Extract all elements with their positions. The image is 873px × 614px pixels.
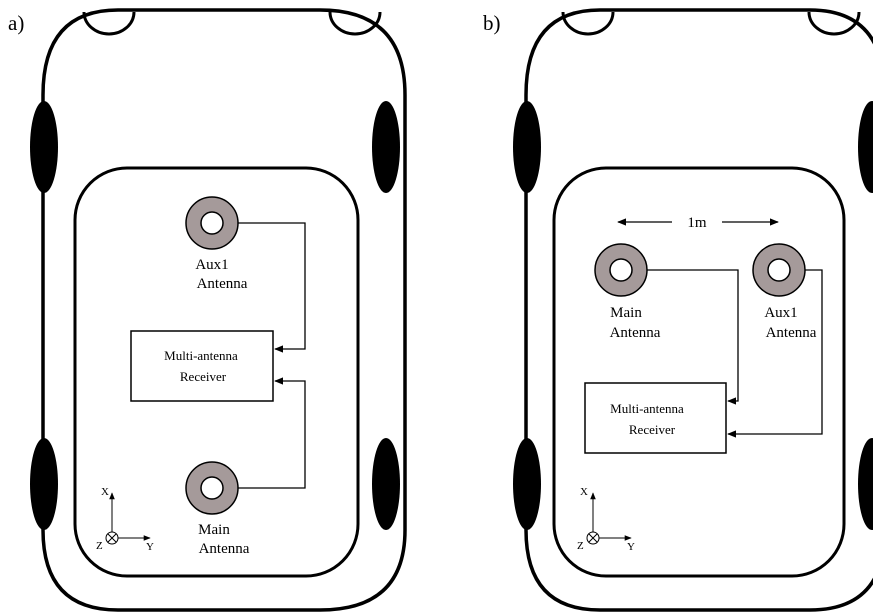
- tire-rear-left-b: [513, 438, 541, 530]
- front-left-arc-b: [561, 11, 615, 36]
- z-axis-label-b: Z: [577, 540, 584, 552]
- cable-main-to-receiver-b: [647, 269, 739, 405]
- front-left-arc-a: [82, 11, 136, 36]
- aux1-antenna-label-line2-a: Antenna: [197, 276, 248, 292]
- main-antenna-label-line1-b: Main: [610, 305, 642, 321]
- z-axis-cross-b: [588, 533, 598, 543]
- receiver-label-line1-b: Multi-antenna: [610, 401, 684, 416]
- receiver-label-line2-b: Receiver: [629, 422, 676, 437]
- axes-b: X Y Z: [577, 486, 635, 553]
- tires-a: [30, 101, 400, 530]
- cable-aux1-to-receiver-b: [727, 269, 823, 438]
- main-antenna-label-line1-a: Main: [198, 522, 230, 538]
- receiver-label-line1-a: Multi-antenna: [164, 348, 238, 363]
- axes-a: X Y Z: [96, 486, 154, 553]
- aux1-antenna-center-b: [767, 258, 791, 282]
- panel-a: a) Aux1 Antenna Multi-antenna Receiver: [8, 8, 407, 612]
- main-antenna-b: Main Antenna: [594, 243, 661, 341]
- tire-front-left-a: [30, 101, 58, 193]
- vehicle-body-a: [41, 8, 407, 612]
- tires-b: [513, 101, 873, 530]
- y-axis-label-a: Y: [146, 541, 154, 553]
- z-axis-cross-a: [107, 533, 117, 543]
- receiver-label-line2-a: Receiver: [180, 369, 227, 384]
- aux1-antenna-label-line2-b: Antenna: [766, 325, 817, 341]
- main-antenna-center-b: [609, 258, 633, 282]
- cable-main-to-receiver-a: [238, 377, 306, 489]
- panel-b-label: b): [483, 11, 501, 35]
- panel-a-label: a): [8, 11, 24, 35]
- receiver-box-a: [130, 330, 274, 402]
- main-antenna-label-line2-b: Antenna: [610, 325, 661, 341]
- tire-rear-left-a: [30, 438, 58, 530]
- tire-front-right-a: [372, 101, 400, 193]
- cabin-outline-a: [73, 166, 360, 578]
- front-right-arc-a: [328, 11, 382, 36]
- cabin-outline-b: [552, 166, 846, 578]
- main-antenna-a: Main Antenna: [185, 461, 250, 557]
- tire-rear-right-a: [372, 438, 400, 530]
- receiver-a: Multi-antenna Receiver: [130, 330, 274, 402]
- panel-b: b) 1m Main Antenna: [483, 8, 873, 612]
- tire-rear-right-b: [858, 438, 873, 530]
- aux1-antenna-a: Aux1 Antenna: [185, 196, 248, 292]
- z-axis-label-a: Z: [96, 540, 103, 552]
- aux1-antenna-center-a: [200, 211, 224, 235]
- aux1-antenna-label-line1-a: Aux1: [195, 257, 228, 273]
- tire-front-left-b: [513, 101, 541, 193]
- aux1-antenna-label-line1-b: Aux1: [764, 305, 797, 321]
- separation-label-b: 1m: [687, 215, 707, 231]
- tire-front-right-b: [858, 101, 873, 193]
- x-axis-label-b: X: [580, 486, 588, 498]
- cable-aux1-to-receiver-a: [238, 222, 306, 353]
- y-axis-label-b: Y: [627, 541, 635, 553]
- main-antenna-label-line2-a: Antenna: [199, 541, 250, 557]
- aux1-antenna-b: Aux1 Antenna: [752, 243, 817, 341]
- receiver-box-b: [584, 382, 727, 454]
- x-axis-label-a: X: [101, 486, 109, 498]
- receiver-b: Multi-antenna Receiver: [584, 382, 727, 454]
- main-antenna-center-a: [200, 476, 224, 500]
- vehicle-body-b: [524, 8, 873, 612]
- front-right-arc-b: [807, 11, 861, 36]
- separation-dimension-b: 1m: [617, 215, 779, 231]
